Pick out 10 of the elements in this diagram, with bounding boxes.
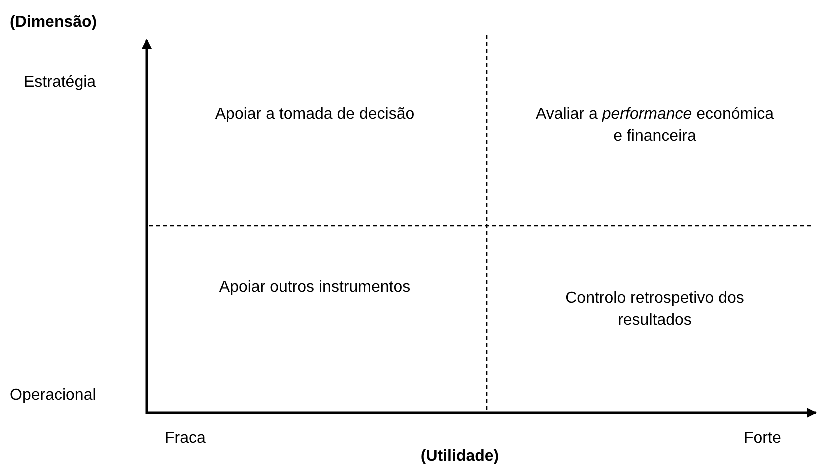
quadrant-text: Controlo retrospetivo dos resultados (564, 289, 746, 331)
axis-title: (Utilidade) (420, 447, 500, 467)
quadrant-text: Apoiar a tomada de decisão (215, 105, 415, 125)
quadrant-text: Avaliar a performance económica e financeira (535, 105, 775, 147)
quadrant-text: Apoiar outros instrumentos (218, 278, 412, 298)
axis-label: Forte (744, 429, 782, 449)
axis-title: (Dimensão) (10, 13, 98, 33)
axis-label: Operacional (10, 386, 98, 406)
axis-label: Estratégia (24, 73, 98, 93)
axis-label: Fraca (165, 429, 207, 449)
